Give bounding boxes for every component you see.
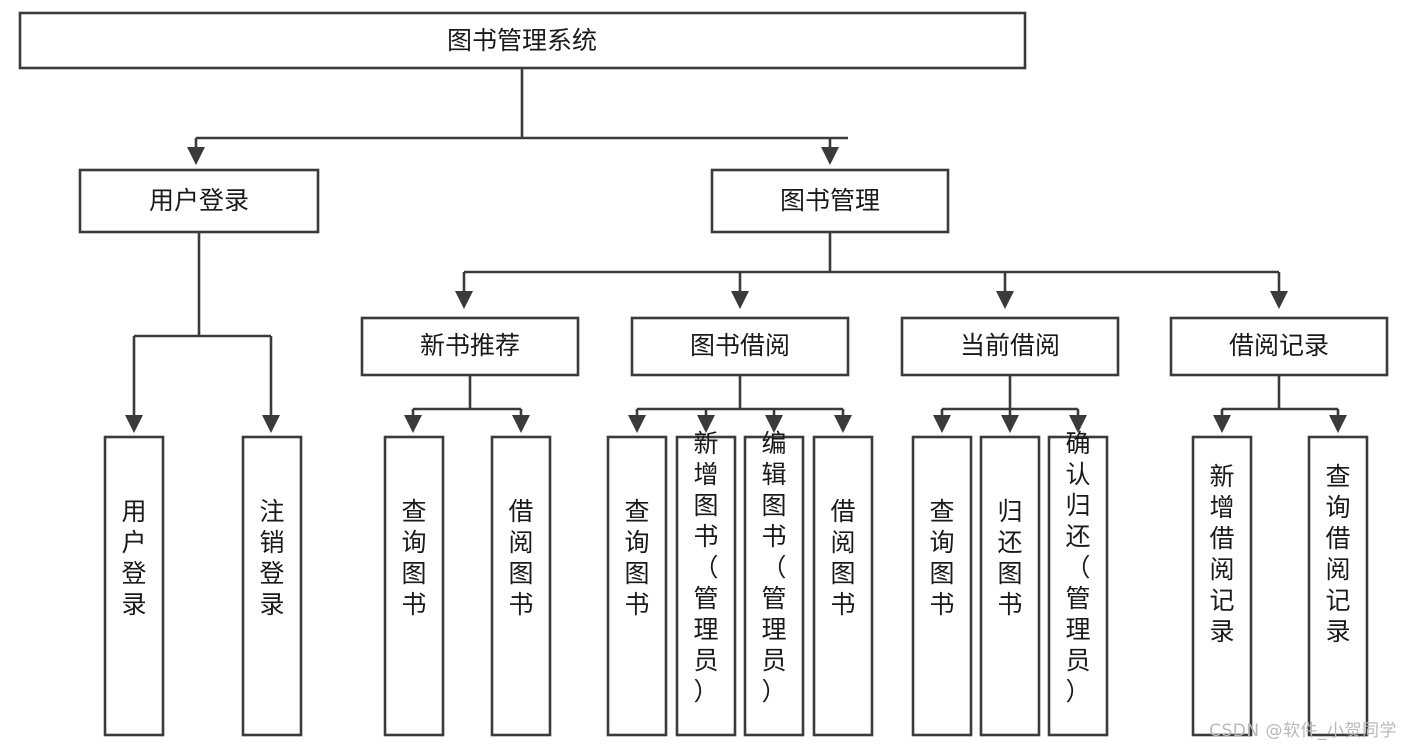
node-book-borrow-label: 图书借阅: [690, 331, 790, 360]
node-current-borrow-label: 当前借阅: [960, 331, 1060, 360]
leaf-book-borrow-borrow-label: 借阅图书: [830, 497, 855, 619]
leaf-book-borrow-edit[interactable]: 编辑图书（管理员）: [743, 429, 805, 737]
csdn-watermark: CSDN @软件_小贺同学: [1209, 721, 1397, 741]
leaf-user-login-logout-label: 注销登录: [259, 497, 284, 619]
connector-borrow-record-to-leaves: [1212, 375, 1348, 434]
leaf-current-borrow-query[interactable]: 查询图书: [911, 435, 973, 737]
node-borrow-record[interactable]: 借阅记录: [1169, 316, 1389, 377]
leaf-new-book-borrow[interactable]: 借阅图书: [490, 435, 552, 737]
node-book-manage-label: 图书管理: [780, 186, 880, 215]
leaf-new-book-borrow-label: 借阅图书: [508, 497, 533, 619]
node-new-book-recommend-label: 新书推荐: [420, 331, 520, 360]
connector-user-login-to-leaves: [124, 232, 281, 434]
node-new-book-recommend[interactable]: 新书推荐: [360, 316, 580, 377]
leaf-book-borrow-add-label: 新增图书（管理员）: [693, 429, 718, 706]
connector-current-borrow-to-leaves: [932, 375, 1088, 434]
leaf-borrow-record-add[interactable]: 新增借阅记录: [1191, 435, 1253, 737]
leaf-book-borrow-add[interactable]: 新增图书（管理员）: [675, 429, 737, 737]
leaf-borrow-record-add-label: 新增借阅记录: [1209, 462, 1234, 646]
leaf-book-borrow-query[interactable]: 查询图书: [606, 435, 668, 737]
connector-root-to-level2: [186, 68, 848, 166]
leaf-current-borrow-confirm[interactable]: 确认归还（管理员）: [1047, 429, 1109, 737]
leaf-current-borrow-return-label: 归还图书: [997, 497, 1022, 619]
leaf-current-borrow-return[interactable]: 归还图书: [979, 435, 1041, 737]
connector-new-book-to-leaves: [403, 375, 531, 434]
node-book-manage[interactable]: 图书管理: [710, 168, 950, 234]
leaf-borrow-record-query-label: 查询借阅记录: [1325, 462, 1350, 646]
leaf-book-borrow-borrow[interactable]: 借阅图书: [812, 435, 874, 737]
leaf-user-login-logout[interactable]: 注销登录: [241, 435, 303, 737]
leaf-current-borrow-confirm-label: 确认归还（管理员）: [1065, 429, 1090, 706]
leaf-new-book-query-label: 查询图书: [401, 497, 426, 619]
node-user-login[interactable]: 用户登录: [78, 168, 320, 234]
leaf-borrow-record-query[interactable]: 查询借阅记录: [1307, 435, 1369, 737]
leaf-book-borrow-edit-label: 编辑图书（管理员）: [761, 429, 786, 706]
leaf-current-borrow-query-label: 查询图书: [929, 497, 954, 619]
node-borrow-record-label: 借阅记录: [1229, 331, 1329, 360]
node-current-borrow[interactable]: 当前借阅: [900, 316, 1120, 377]
node-root-system-label: 图书管理系统: [447, 26, 597, 55]
leaf-book-borrow-query-label: 查询图书: [624, 497, 649, 619]
node-root-system[interactable]: 图书管理系统: [18, 11, 1027, 70]
leaf-new-book-query[interactable]: 查询图书: [383, 435, 445, 737]
connector-book-borrow-to-leaves: [627, 375, 853, 434]
leaf-user-login-login-label: 用户登录: [121, 497, 146, 619]
leaf-user-login-login[interactable]: 用户登录: [103, 435, 165, 737]
node-book-borrow[interactable]: 图书借阅: [630, 316, 850, 377]
node-user-login-label: 用户登录: [149, 186, 249, 215]
connector-book-manage-to-level3: [454, 232, 1289, 310]
